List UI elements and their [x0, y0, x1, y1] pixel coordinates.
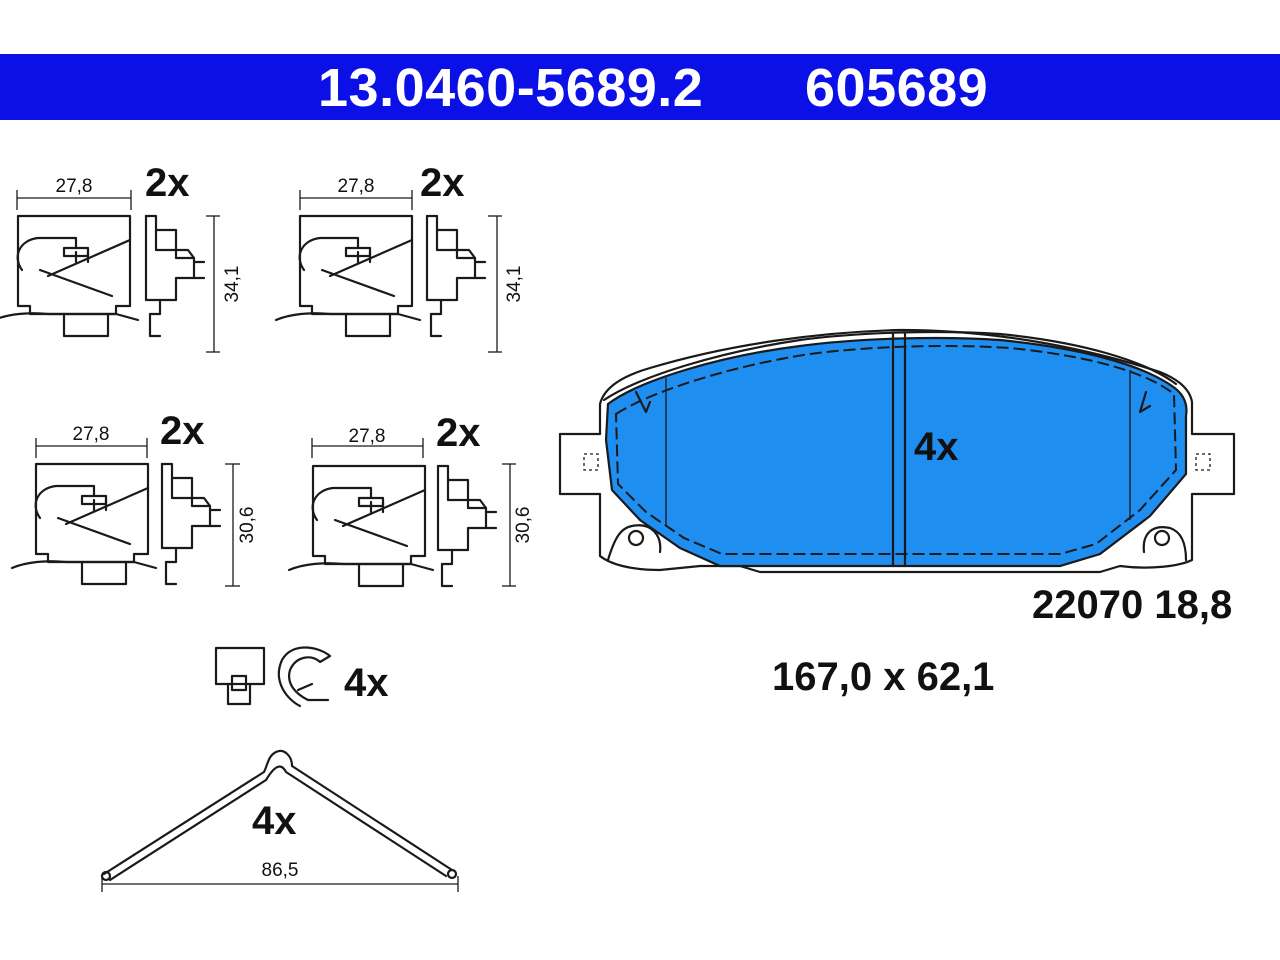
clip-1-height-label: 34,1: [222, 266, 243, 303]
clip-assembly-3: 27,8 2x 30,6: [10, 409, 258, 587]
clip-3-height-label: 30,6: [237, 507, 258, 544]
clip-3-width-label: 27,8: [73, 424, 110, 445]
clip-assembly-2: 27,8 2x 34,1: [274, 161, 525, 353]
clip-2-width-label: 27,8: [338, 176, 375, 197]
small-clip-quantity: 4x: [344, 661, 389, 705]
pad-quantity: 4x: [914, 425, 959, 469]
spring-width-label: 86,5: [262, 860, 299, 881]
friction-material: [604, 336, 1188, 568]
clip-assembly-1: 27,8 2x 34,1: [0, 161, 243, 353]
clip-3-quantity: 2x: [160, 409, 205, 453]
clip-1-width-label: 27,8: [56, 176, 93, 197]
small-clip-set: 4x: [214, 646, 389, 708]
brake-pad: 4x: [558, 328, 1236, 574]
spring-quantity: 4x: [252, 799, 297, 843]
clip-2-quantity: 2x: [420, 161, 465, 205]
clip-4-width-label: 27,8: [349, 426, 386, 447]
reference-number: 605689: [805, 58, 989, 118]
clip-4-height-label: 30,6: [513, 507, 534, 544]
spring-set: 86,5 4x: [100, 749, 459, 892]
part-number: 13.0460-5689.2: [318, 58, 704, 118]
header-bar: [0, 54, 1280, 120]
pad-dimensions: 167,0 x 62,1: [772, 655, 994, 699]
clip-2-height-label: 34,1: [504, 266, 525, 303]
clip-assembly-4: 27,8 2x 30,6: [287, 411, 534, 588]
clip-1-quantity: 2x: [145, 161, 190, 205]
clip-4-quantity: 2x: [436, 411, 481, 455]
wva-thickness: 22070 18,8: [1032, 583, 1232, 627]
